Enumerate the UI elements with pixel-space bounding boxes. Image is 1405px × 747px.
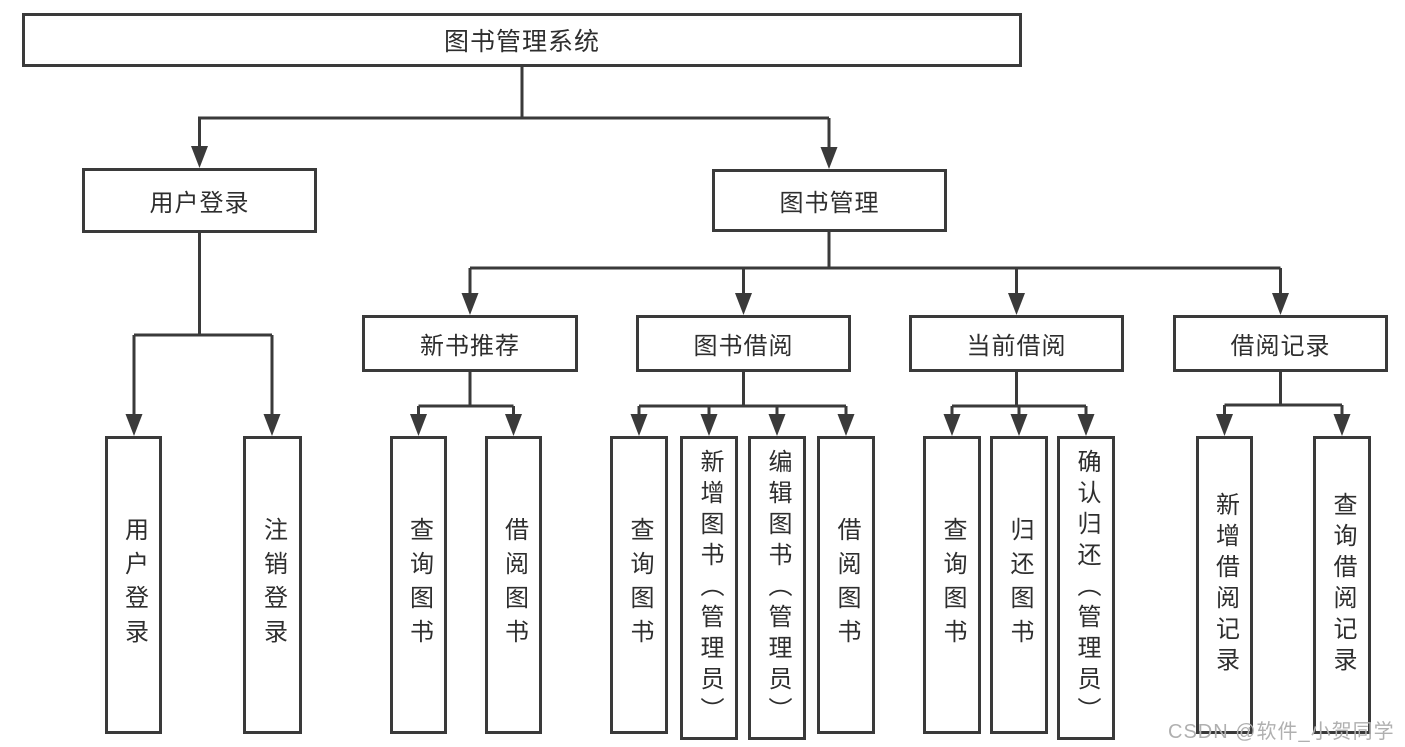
leaf-label: 编辑图书（管理员） [764,448,791,728]
leaf-label: 新增借阅记录 [1211,492,1239,678]
node-label: 图书管理 [779,190,880,217]
node-label: 用户登录 [149,190,250,217]
leaf-edit-books-admin: 编辑图书（管理员） [748,436,806,740]
node-label: 新书推荐 [420,333,520,360]
leaf-label: 借阅图书 [500,517,528,653]
node-borrow-records: 借阅记录 [1173,315,1388,372]
leaf-label: 用户登录 [120,517,148,653]
node-label: 当前借阅 [966,333,1067,360]
node-root-system: 图书管理系统 [22,13,1022,67]
leaf-label: 新增图书（管理员） [696,448,723,728]
leaf-label: 确认归还（管理员） [1073,448,1100,728]
leaf-label: 查询图书 [939,517,966,653]
node-root-label: 图书管理系统 [443,28,600,56]
leaf-label: 注销登录 [259,517,287,653]
leaf-logout: 注销登录 [243,436,302,734]
node-book-borrow: 图书借阅 [636,315,851,372]
leaf-label: 查询借阅记录 [1329,492,1356,678]
leaf-borrow-books-recommend: 借阅图书 [485,436,542,734]
leaf-confirm-return-admin: 确认归还（管理员） [1057,436,1115,740]
node-user-login: 用户登录 [82,168,317,233]
leaf-query-books-current: 查询图书 [923,436,981,734]
node-new-book-recommend: 新书推荐 [362,315,578,372]
leaf-label: 查询图书 [626,517,653,653]
leaf-add-books-admin: 新增图书（管理员） [680,436,738,740]
leaf-label: 查询图书 [405,517,433,653]
leaf-query-books-recommend: 查询图书 [390,436,447,734]
leaf-user-login: 用户登录 [105,436,162,734]
leaf-query-borrow-record: 查询借阅记录 [1313,436,1371,734]
leaf-return-books: 归还图书 [990,436,1048,734]
node-book-management: 图书管理 [712,169,947,232]
node-label: 图书借阅 [693,333,794,360]
leaf-query-books: 查询图书 [610,436,668,734]
csdn-watermark: CSDN @软件_小贺同学 [1168,721,1395,743]
node-label: 借阅记录 [1230,333,1331,360]
arrowheads [125,146,1351,436]
leaf-label: 归还图书 [1006,517,1033,653]
node-current-borrow: 当前借阅 [909,315,1124,372]
leaf-label: 借阅图书 [833,517,860,653]
leaf-add-borrow-record: 新增借阅记录 [1196,436,1253,734]
leaf-borrow-books: 借阅图书 [817,436,875,734]
